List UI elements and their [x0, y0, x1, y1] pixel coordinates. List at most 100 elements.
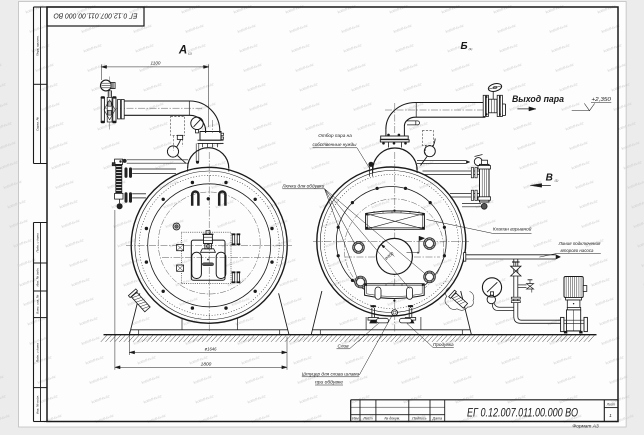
- svg-text:kotloff-kv.kz: kotloff-kv.kz: [145, 102, 165, 112]
- svg-text:kotloff-kv.kz: kotloff-kv.kz: [195, 394, 215, 404]
- svg-text:kotloff-kv.kz: kotloff-kv.kz: [337, 4, 357, 14]
- svg-text:kotloff-kv.kz: kotloff-kv.kz: [493, 4, 513, 14]
- svg-text:kotloff-kv.kz: kotloff-kv.kz: [575, 180, 595, 190]
- svg-text:kotloff-kv.kz: kotloff-kv.kz: [451, 63, 471, 73]
- svg-text:kotloff-kv.kz: kotloff-kv.kz: [9, 219, 29, 229]
- svg-text:kotloff-kv.kz: kotloff-kv.kz: [549, 336, 569, 346]
- svg-text:kotloff-kv.kz: kotloff-kv.kz: [477, 219, 497, 229]
- svg-text:В: В: [546, 173, 553, 184]
- svg-text:kotloff-kv.kz: kotloff-kv.kz: [395, 43, 415, 53]
- svg-text:kotloff-kv.kz: kotloff-kv.kz: [135, 43, 155, 53]
- svg-text:kotloff-kv.kz: kotloff-kv.kz: [605, 355, 625, 365]
- svg-text:kotloff-kv.kz: kotloff-kv.kz: [397, 355, 417, 365]
- svg-text:kotloff-kv.kz: kotloff-kv.kz: [301, 102, 321, 112]
- svg-text:kotloff-kv.kz: kotloff-kv.kz: [249, 102, 269, 112]
- svg-text:(1): (1): [469, 47, 473, 51]
- svg-text:kotloff-kv.kz: kotloff-kv.kz: [175, 277, 195, 287]
- svg-text:kotloff-kv.kz: kotloff-kv.kz: [579, 199, 599, 209]
- svg-text:kotloff-kv.kz: kotloff-kv.kz: [433, 258, 453, 268]
- svg-text:kotloff-kv.kz: kotloff-kv.kz: [331, 277, 351, 287]
- svg-text:kotloff-kv.kz: kotloff-kv.kz: [131, 316, 151, 326]
- svg-text:kotloff-kv.kz: kotloff-kv.kz: [277, 258, 297, 268]
- svg-text:при обдувке: при обдувке: [315, 380, 343, 385]
- svg-text:kotloff-kv.kz: kotloff-kv.kz: [295, 63, 315, 73]
- svg-text:kotloff-kv.kz: kotloff-kv.kz: [101, 141, 121, 151]
- svg-text:kotloff-kv.kz: kotloff-kv.kz: [33, 355, 53, 365]
- svg-text:kotloff-kv.kz: kotloff-kv.kz: [383, 277, 403, 287]
- svg-text:kotloff-kv.kz: kotloff-kv.kz: [13, 238, 33, 248]
- svg-text:kotloff-kv.kz: kotloff-kv.kz: [615, 414, 635, 424]
- svg-text:kotloff-kv.kz: kotloff-kv.kz: [239, 43, 259, 53]
- svg-text:Лючки для обдувки: Лючки для обдувки: [281, 183, 324, 188]
- svg-text:kotloff-kv.kz: kotloff-kv.kz: [51, 160, 71, 170]
- svg-text:1800: 1800: [201, 361, 212, 367]
- svg-text:ø400: ø400: [384, 250, 395, 260]
- svg-text:kotloff-kv.kz: kotloff-kv.kz: [495, 316, 515, 326]
- svg-text:Дата: Дата: [432, 416, 442, 420]
- svg-text:kotloff-kv.kz: kotloff-kv.kz: [75, 297, 95, 307]
- svg-text:kotloff-kv.kz: kotloff-kv.kz: [633, 219, 644, 229]
- svg-text:kotloff-kv.kz: kotloff-kv.kz: [299, 82, 319, 92]
- svg-text:kotloff-kv.kz: kotloff-kv.kz: [293, 355, 313, 365]
- svg-text:kotloff-kv.kz: kotloff-kv.kz: [237, 24, 257, 34]
- svg-text:kotloff-kv.kz: kotloff-kv.kz: [19, 277, 39, 287]
- svg-text:kotloff-kv.kz: kotloff-kv.kz: [465, 141, 485, 151]
- svg-text:kotloff-kv.kz: kotloff-kv.kz: [187, 43, 207, 53]
- svg-text:kotloff-kv.kz: kotloff-kv.kz: [517, 141, 537, 151]
- svg-text:kotloff-kv.kz: kotloff-kv.kz: [637, 238, 644, 248]
- svg-text:kotloff-kv.kz: kotloff-kv.kz: [55, 180, 75, 190]
- svg-text:kotloff-kv.kz: kotloff-kv.kz: [329, 258, 349, 268]
- svg-text:Б: Б: [460, 41, 467, 52]
- svg-text:kotloff-kv.kz: kotloff-kv.kz: [607, 63, 627, 73]
- svg-text:kotloff-kv.kz: kotloff-kv.kz: [413, 141, 433, 151]
- svg-text:kotloff-kv.kz: kotloff-kv.kz: [415, 160, 435, 170]
- svg-text:kotloff-kv.kz: kotloff-kv.kz: [601, 24, 621, 34]
- svg-text:kotloff-kv.kz: kotloff-kv.kz: [269, 219, 289, 229]
- svg-text:kotloff-kv.kz: kotloff-kv.kz: [181, 4, 201, 14]
- svg-text:kotloff-kv.kz: kotloff-kv.kz: [345, 355, 365, 365]
- svg-text:kotloff-kv.kz: kotloff-kv.kz: [41, 102, 61, 112]
- svg-text:kotloff-kv.kz: kotloff-kv.kz: [155, 160, 175, 170]
- svg-text:kotloff-kv.kz: kotloff-kv.kz: [247, 394, 267, 404]
- svg-text:kotloff-kv.kz: kotloff-kv.kz: [291, 43, 311, 53]
- svg-text:kotloff-kv.kz: kotloff-kv.kz: [611, 394, 631, 404]
- svg-text:(1): (1): [188, 52, 192, 56]
- svg-text:kotloff-kv.kz: kotloff-kv.kz: [285, 4, 305, 14]
- svg-text:kotloff-kv.kz: kotloff-kv.kz: [297, 375, 317, 385]
- svg-text:kotloff-kv.kz: kotloff-kv.kz: [545, 4, 565, 14]
- svg-text:kotloff-kv.kz: kotloff-kv.kz: [147, 414, 167, 424]
- svg-text:kotloff-kv.kz: kotloff-kv.kz: [199, 414, 219, 424]
- svg-text:ЕГ 0.12.007.011.00.000 ВО: ЕГ 0.12.007.011.00.000 ВО: [53, 12, 138, 19]
- svg-text:kotloff-kv.kz: kotloff-kv.kz: [457, 102, 477, 112]
- svg-text:kotloff-kv.kz: kotloff-kv.kz: [399, 63, 419, 73]
- svg-text:kotloff-kv.kz: kotloff-kv.kz: [143, 82, 163, 92]
- svg-text:Штуцер для слива шлама: Штуцер для слива шлама: [302, 371, 360, 376]
- svg-text:kotloff-kv.kz: kotloff-kv.kz: [259, 160, 279, 170]
- svg-text:kotloff-kv.kz: kotloff-kv.kz: [561, 102, 581, 112]
- svg-text:ø1646: ø1646: [205, 347, 218, 352]
- svg-text:kotloff-kv.kz: kotloff-kv.kz: [163, 199, 183, 209]
- svg-text:kotloff-kv.kz: kotloff-kv.kz: [149, 121, 169, 131]
- svg-text:Линия подключения: Линия подключения: [558, 241, 601, 246]
- svg-text:kotloff-kv.kz: kotloff-kv.kz: [123, 277, 143, 287]
- svg-text:kotloff-kv.kz: kotloff-kv.kz: [251, 414, 271, 424]
- svg-text:kotloff-kv.kz: kotloff-kv.kz: [533, 238, 553, 248]
- svg-text:kotloff-kv.kz: kotloff-kv.kz: [507, 82, 527, 92]
- svg-text:kotloff-kv.kz: kotloff-kv.kz: [563, 414, 583, 424]
- svg-text:kotloff-kv.kz: kotloff-kv.kz: [237, 336, 257, 346]
- svg-text:kotloff-kv.kz: kotloff-kv.kz: [571, 160, 591, 170]
- svg-text:kotloff-kv.kz: kotloff-kv.kz: [519, 160, 539, 170]
- svg-text:Подпись: Подпись: [412, 416, 426, 420]
- svg-text:kotloff-kv.kz: kotloff-kv.kz: [621, 141, 641, 151]
- svg-text:kotloff-kv.kz: kotloff-kv.kz: [355, 414, 375, 424]
- svg-text:kotloff-kv.kz: kotloff-kv.kz: [601, 336, 621, 346]
- svg-text:kotloff-kv.kz: kotloff-kv.kz: [613, 102, 633, 112]
- svg-text:kotloff-kv.kz: kotloff-kv.kz: [555, 63, 575, 73]
- svg-text:kotloff-kv.kz: kotloff-kv.kz: [159, 180, 179, 190]
- svg-text:kotloff-kv.kz: kotloff-kv.kz: [315, 180, 335, 190]
- svg-text:kotloff-kv.kz: kotloff-kv.kz: [279, 277, 299, 287]
- svg-text:kotloff-kv.kz: kotloff-kv.kz: [87, 63, 107, 73]
- svg-text:kotloff-kv.kz: kotloff-kv.kz: [387, 297, 407, 307]
- svg-text:kotloff-kv.kz: kotloff-kv.kz: [225, 258, 245, 268]
- svg-text:kotloff-kv.kz: kotloff-kv.kz: [69, 258, 89, 268]
